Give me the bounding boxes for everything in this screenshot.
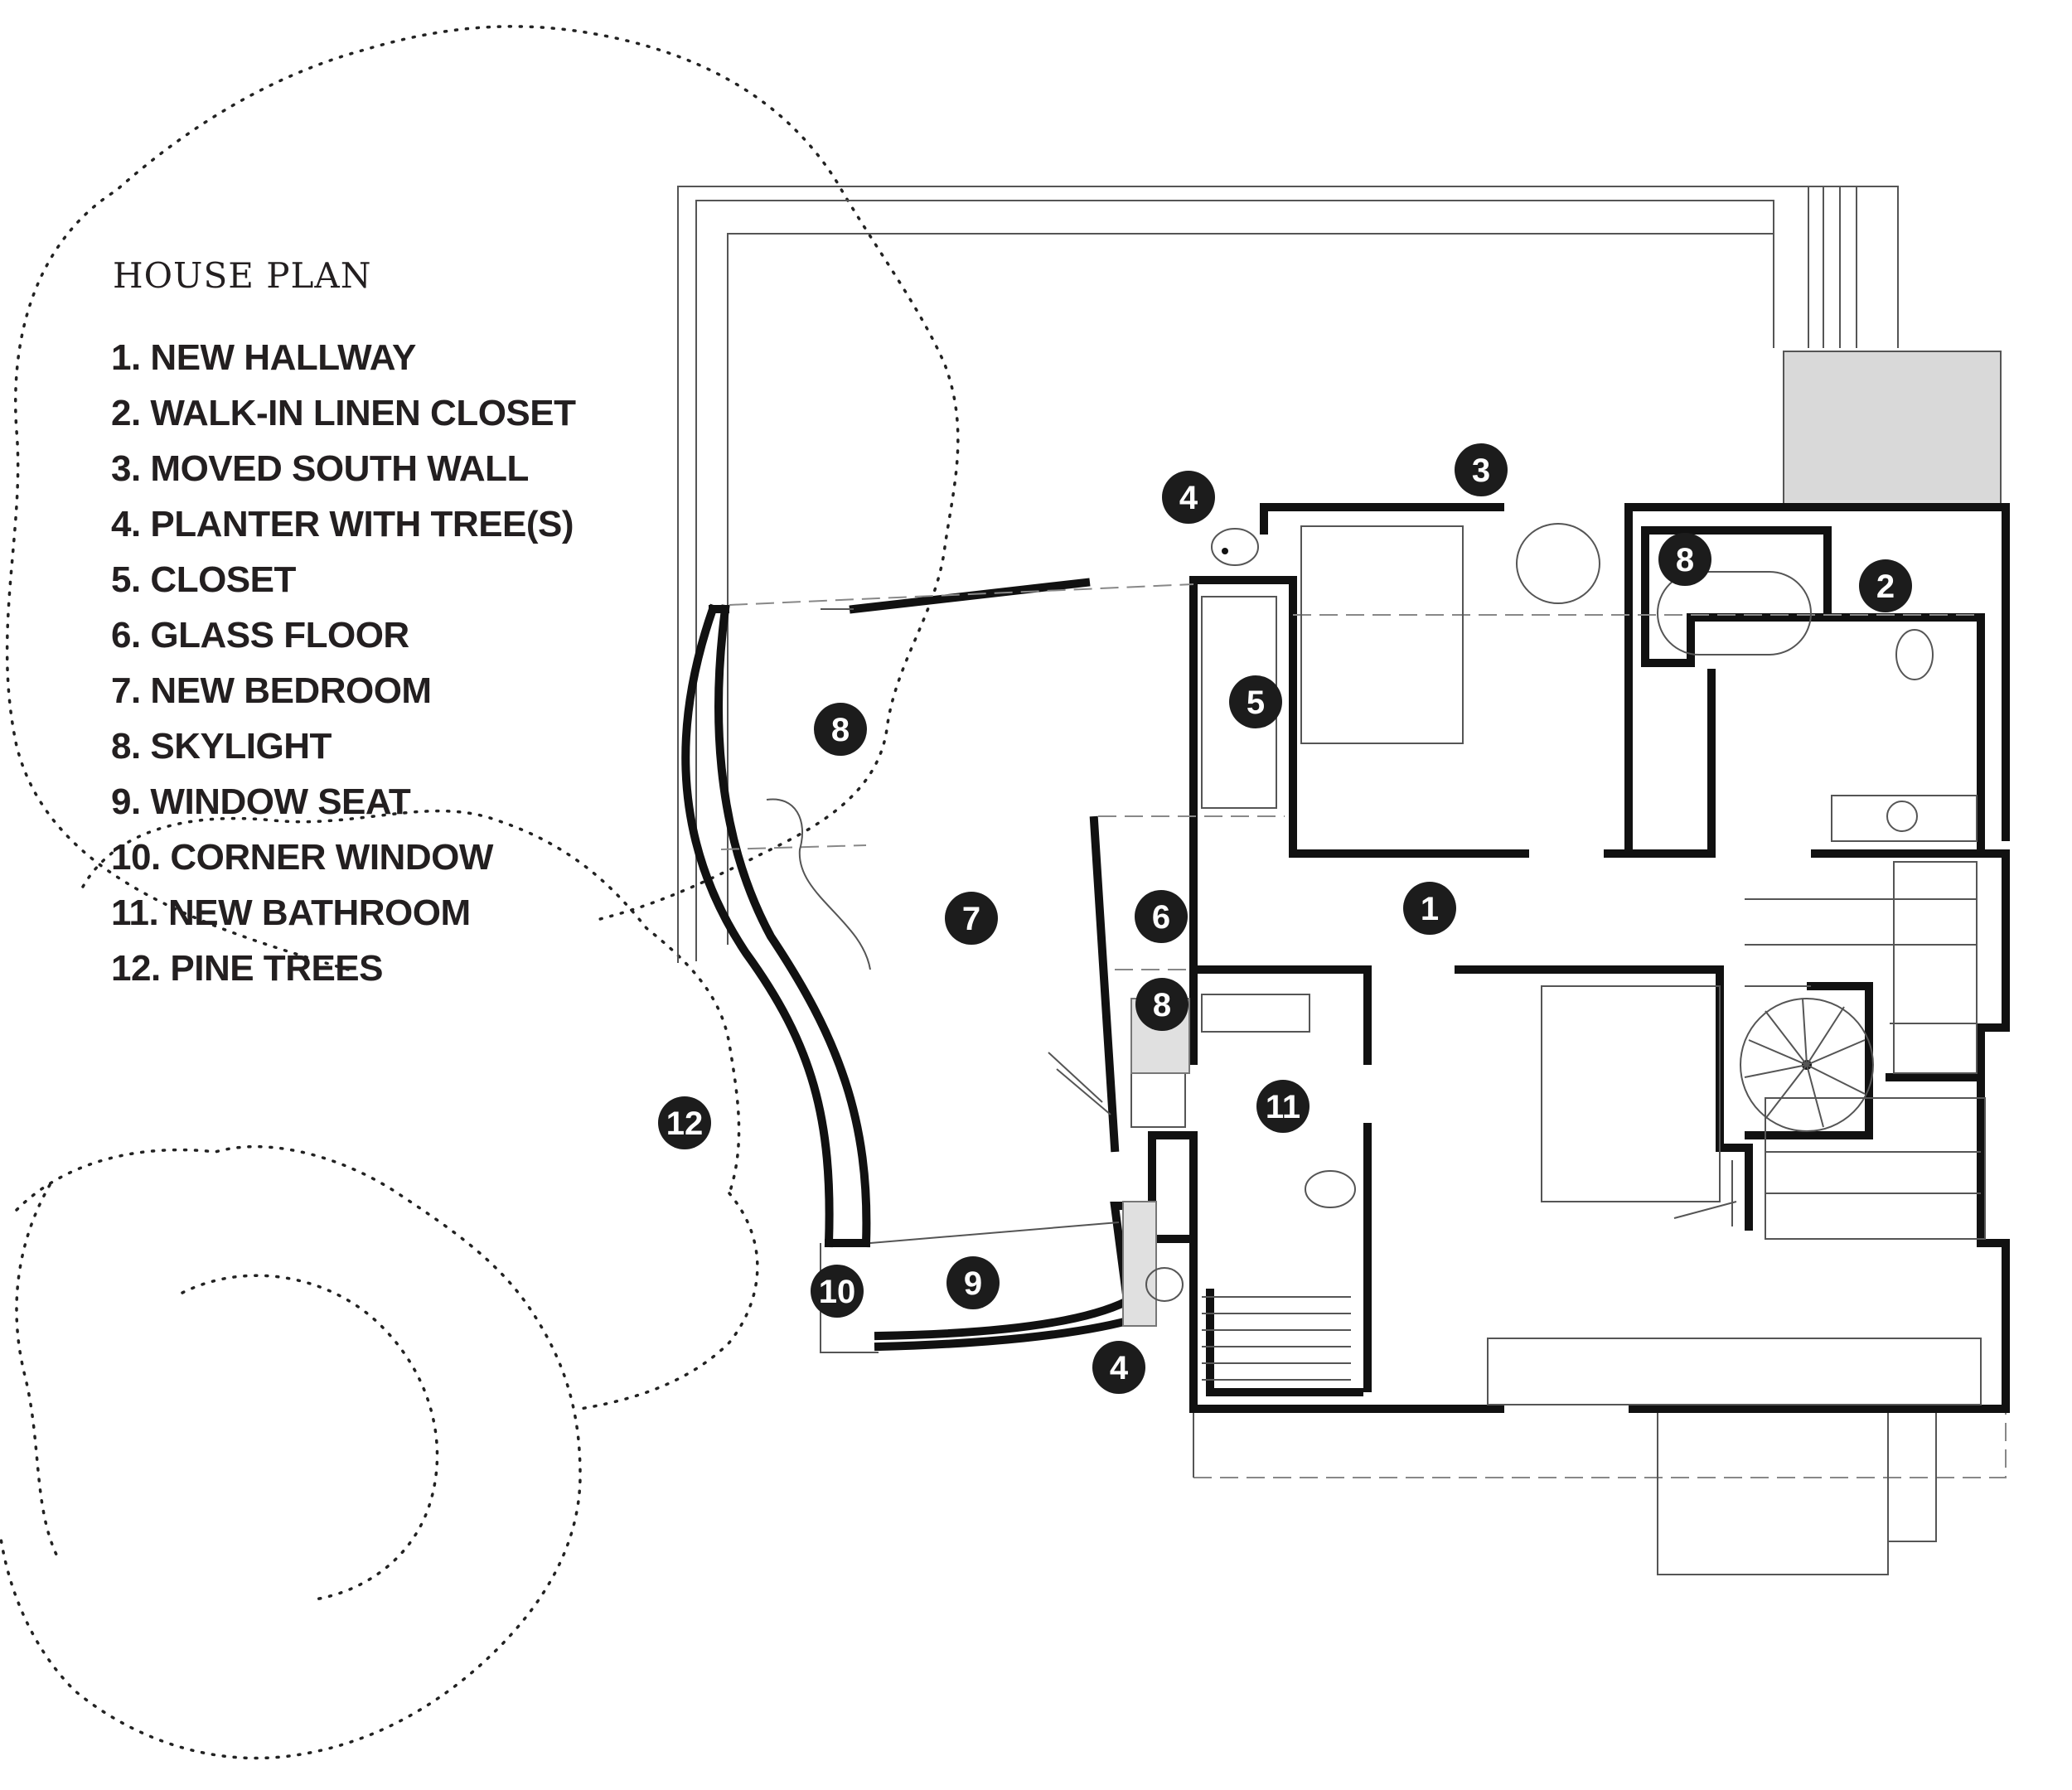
legend-item: 12. PINE TREES xyxy=(111,948,384,989)
svg-text:1: 1 xyxy=(1421,891,1439,927)
marker-pine-trees: 12 xyxy=(658,1096,711,1149)
legend-item: 10. CORNER WINDOW xyxy=(111,837,493,878)
interior-lines xyxy=(720,523,1986,1405)
svg-text:8: 8 xyxy=(831,712,850,748)
marker-glass-floor: 6 xyxy=(1135,890,1188,943)
marker-skylight-hall: 8 xyxy=(1135,978,1188,1031)
legend-item: 8. SKYLIGHT xyxy=(111,726,332,767)
pine-trees xyxy=(0,25,960,1760)
legend-item: 5. CLOSET xyxy=(111,559,296,600)
legend-item: 9. WINDOW SEAT xyxy=(111,781,411,822)
marker-skylight-bath: 8 xyxy=(1658,533,1711,586)
legend-item: 6. GLASS FLOOR xyxy=(111,615,409,656)
svg-text:10: 10 xyxy=(819,1274,856,1310)
markers: 1 2 3 4 4 5 6 7 8 8 8 9 10 11 12 xyxy=(658,443,1912,1394)
marker-new-bathroom: 11 xyxy=(1256,1080,1310,1133)
legend-item: 2. WALK-IN LINEN CLOSET xyxy=(111,393,576,433)
legend-item: 7. NEW BEDROOM xyxy=(111,670,432,711)
svg-text:9: 9 xyxy=(964,1265,982,1302)
svg-text:8: 8 xyxy=(1676,542,1694,578)
site-lines xyxy=(677,186,2007,1575)
marker-corner-window: 10 xyxy=(811,1265,864,1318)
marker-moved-south-wall: 3 xyxy=(1455,443,1508,496)
marker-window-seat: 9 xyxy=(946,1256,1000,1309)
legend-item: 3. MOVED SOUTH WALL xyxy=(111,448,529,489)
svg-text:12: 12 xyxy=(666,1105,704,1142)
legend-title: HOUSE PLAN xyxy=(113,255,372,296)
legend-list: 1. NEW HALLWAY 2. WALK-IN LINEN CLOSET 3… xyxy=(111,330,576,996)
legend-item: 11. NEW BATHROOM xyxy=(111,893,471,933)
walls xyxy=(681,503,2010,1413)
svg-text:7: 7 xyxy=(962,901,980,937)
marker-skylight-bedroom: 8 xyxy=(814,703,867,756)
svg-text:2: 2 xyxy=(1876,568,1895,605)
marker-planter-south: 4 xyxy=(1092,1341,1145,1394)
marker-planter-north: 4 xyxy=(1162,471,1215,524)
marker-closet: 5 xyxy=(1229,675,1282,728)
svg-text:4: 4 xyxy=(1110,1350,1129,1386)
svg-text:8: 8 xyxy=(1153,987,1171,1023)
svg-text:6: 6 xyxy=(1152,899,1170,936)
marker-new-bedroom: 7 xyxy=(945,892,998,945)
legend-item: 1. NEW HALLWAY xyxy=(111,337,416,378)
svg-text:5: 5 xyxy=(1247,685,1265,721)
marker-linen-closet: 2 xyxy=(1859,559,1912,612)
svg-text:4: 4 xyxy=(1179,480,1198,516)
marker-hallway: 1 xyxy=(1403,882,1456,935)
legend-item: 4. PLANTER WITH TREE(S) xyxy=(111,504,574,544)
svg-text:3: 3 xyxy=(1472,452,1490,489)
svg-text:11: 11 xyxy=(1266,1089,1300,1125)
